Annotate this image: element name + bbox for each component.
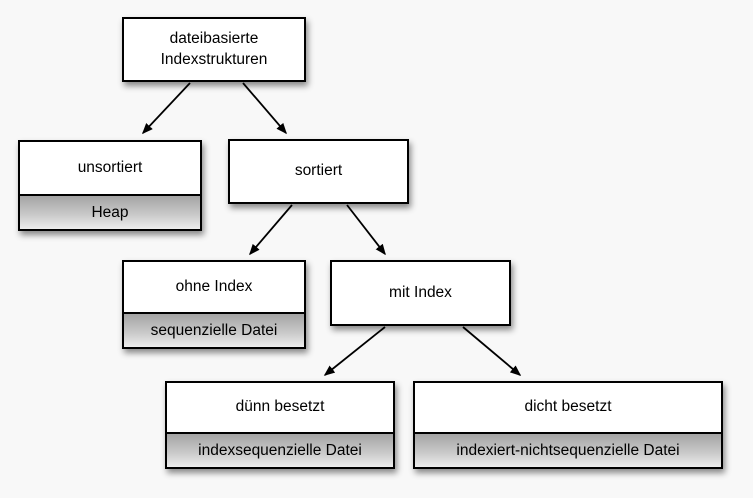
node-label: ohne Index <box>175 277 253 295</box>
node-dateibasierte-indexstrukturen: dateibasierte Indexstrukturen <box>122 17 306 82</box>
node-label: mit Index <box>389 283 452 301</box>
node-label: unsortiert <box>77 158 143 176</box>
node-duenn-besetzt: dünn besetzt indexsequenzielle Datei <box>165 381 395 469</box>
node-sublabel: indexsequenzielle Datei <box>167 432 393 467</box>
node-label: dateibasierte Indexstrukturen <box>160 30 268 68</box>
edge-mit-index-duenn <box>323 326 386 376</box>
node-label: dicht besetzt <box>524 398 612 416</box>
edge-sortiert-ohne-index <box>249 204 293 256</box>
node-mit-index: mit Index <box>330 260 511 326</box>
edge-sortiert-mit-index <box>346 204 386 256</box>
edge-root-unsortiert <box>141 82 191 135</box>
node-sortiert: sortiert <box>228 139 409 204</box>
node-ohne-index: ohne Index sequenzielle Datei <box>122 260 306 349</box>
edge-root-sortiert <box>242 82 287 135</box>
edge-mit-index-dicht <box>462 326 522 376</box>
node-unsortiert: unsortiert Heap <box>18 140 202 231</box>
node-sublabel: sequenzielle Datei <box>124 312 304 347</box>
node-label: dünn besetzt <box>235 398 325 416</box>
node-sublabel: indexiert-nichtsequenzielle Datei <box>415 432 721 467</box>
node-dicht-besetzt: dicht besetzt indexiert-nichtsequenziell… <box>413 381 723 469</box>
node-label: sortiert <box>294 162 343 180</box>
node-sublabel: Heap <box>20 194 200 229</box>
